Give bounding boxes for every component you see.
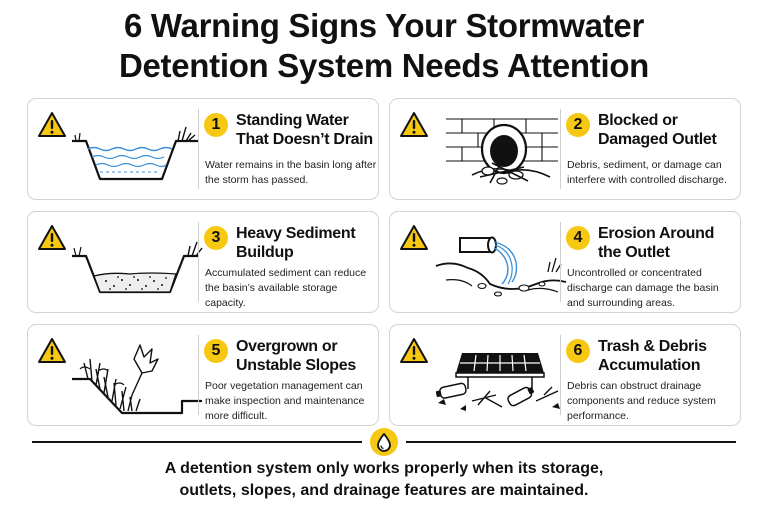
card-outlet-erosion: 4 Erosion Around the Outlet Uncontrolled… bbox=[389, 211, 741, 313]
card-title-line: Damaged Outlet bbox=[598, 131, 717, 148]
card-title-line: Overgrown or bbox=[236, 338, 338, 355]
card-title: Standing Water That Doesn’t Drain bbox=[236, 111, 376, 149]
warning-icon bbox=[400, 338, 428, 363]
step-number-badge: 2 bbox=[566, 113, 590, 137]
card-title-line: Unstable Slopes bbox=[236, 357, 356, 374]
card-title-line: Accumulation bbox=[598, 357, 701, 374]
water-drop-badge bbox=[370, 428, 398, 456]
warning-icon bbox=[400, 225, 428, 250]
card-divider bbox=[560, 335, 561, 415]
card-description: Uncontrolled or concentrated discharge c… bbox=[567, 267, 719, 309]
step-number-badge: 4 bbox=[566, 226, 590, 250]
footer-line-1: A detention system only works properly w… bbox=[164, 460, 604, 477]
blocked-culvert-illustration bbox=[446, 118, 558, 185]
card-divider bbox=[560, 109, 561, 189]
card-overgrown-slopes: 5 Overgrown or Unstable Slopes Poor vege… bbox=[27, 324, 379, 426]
warning-icon bbox=[38, 225, 66, 250]
card-title: Blocked or Damaged Outlet bbox=[598, 111, 738, 149]
card-title: Trash & Debris Accumulation bbox=[598, 337, 738, 375]
step-number-badge: 6 bbox=[566, 339, 590, 363]
card-description: Poor vegetation management can make insp… bbox=[205, 380, 365, 422]
basin-standing-water-illustration bbox=[72, 126, 198, 181]
card-title-line: Heavy Sediment bbox=[236, 225, 356, 242]
card-trash-debris: 6 Trash & Debris Accumulation Debris can… bbox=[389, 324, 741, 426]
card-description: Debris can obstruct drainage components … bbox=[567, 380, 716, 422]
card-title-line: Standing Water bbox=[236, 112, 349, 129]
card-title-line: Blocked or bbox=[598, 112, 678, 129]
card-title-line: the Outlet bbox=[598, 244, 670, 261]
overgrown-slope-illustration bbox=[72, 344, 202, 415]
card-title-line: Trash & Debris bbox=[598, 338, 707, 355]
page-title: 6 Warning Signs Your Stormwater Detentio… bbox=[0, 6, 768, 86]
step-number-badge: 5 bbox=[204, 339, 228, 363]
step-number-badge: 3 bbox=[204, 226, 228, 250]
trash-grate-illustration bbox=[435, 353, 560, 411]
footer-message: A detention system only works properly w… bbox=[0, 458, 768, 502]
card-description: Accumulated sediment can reduce the basi… bbox=[205, 267, 367, 309]
card-blocked-outlet: 2 Blocked or Damaged Outlet Debris, sedi… bbox=[389, 98, 741, 200]
footer-rule-right bbox=[406, 441, 736, 443]
card-title: Erosion Around the Outlet bbox=[598, 224, 738, 262]
card-divider bbox=[560, 222, 561, 302]
title-line-1: 6 Warning Signs Your Stormwater bbox=[123, 7, 644, 44]
warning-icon bbox=[38, 338, 66, 363]
card-description: Water remains in the basin long after th… bbox=[205, 159, 377, 186]
card-title-line: That Doesn’t Drain bbox=[236, 131, 373, 148]
water-drop-icon bbox=[377, 433, 391, 452]
card-description: Debris, sediment, or damage can interfer… bbox=[567, 159, 727, 186]
card-sediment-buildup: 3 Heavy Sediment Buildup Accumulated sed… bbox=[27, 211, 379, 313]
title-line-2: Detention System Needs Attention bbox=[118, 47, 650, 84]
warning-icon bbox=[400, 112, 428, 137]
warning-icon bbox=[38, 112, 66, 137]
card-title-line: Buildup bbox=[236, 244, 294, 261]
card-title: Overgrown or Unstable Slopes bbox=[236, 337, 376, 375]
card-divider bbox=[198, 109, 199, 189]
footer-line-2: outlets, slopes, and drainage features a… bbox=[179, 482, 589, 499]
step-number-badge: 1 bbox=[204, 113, 228, 137]
card-standing-water: 1 Standing Water That Doesn’t Drain Wate… bbox=[27, 98, 379, 200]
basin-sediment-illustration bbox=[72, 241, 203, 294]
card-divider bbox=[198, 222, 199, 302]
card-title: Heavy Sediment Buildup bbox=[236, 224, 376, 262]
footer-rule-left bbox=[32, 441, 362, 443]
card-divider bbox=[198, 335, 199, 415]
card-title-line: Erosion Around bbox=[598, 225, 715, 242]
outlet-erosion-illustration bbox=[435, 236, 567, 297]
